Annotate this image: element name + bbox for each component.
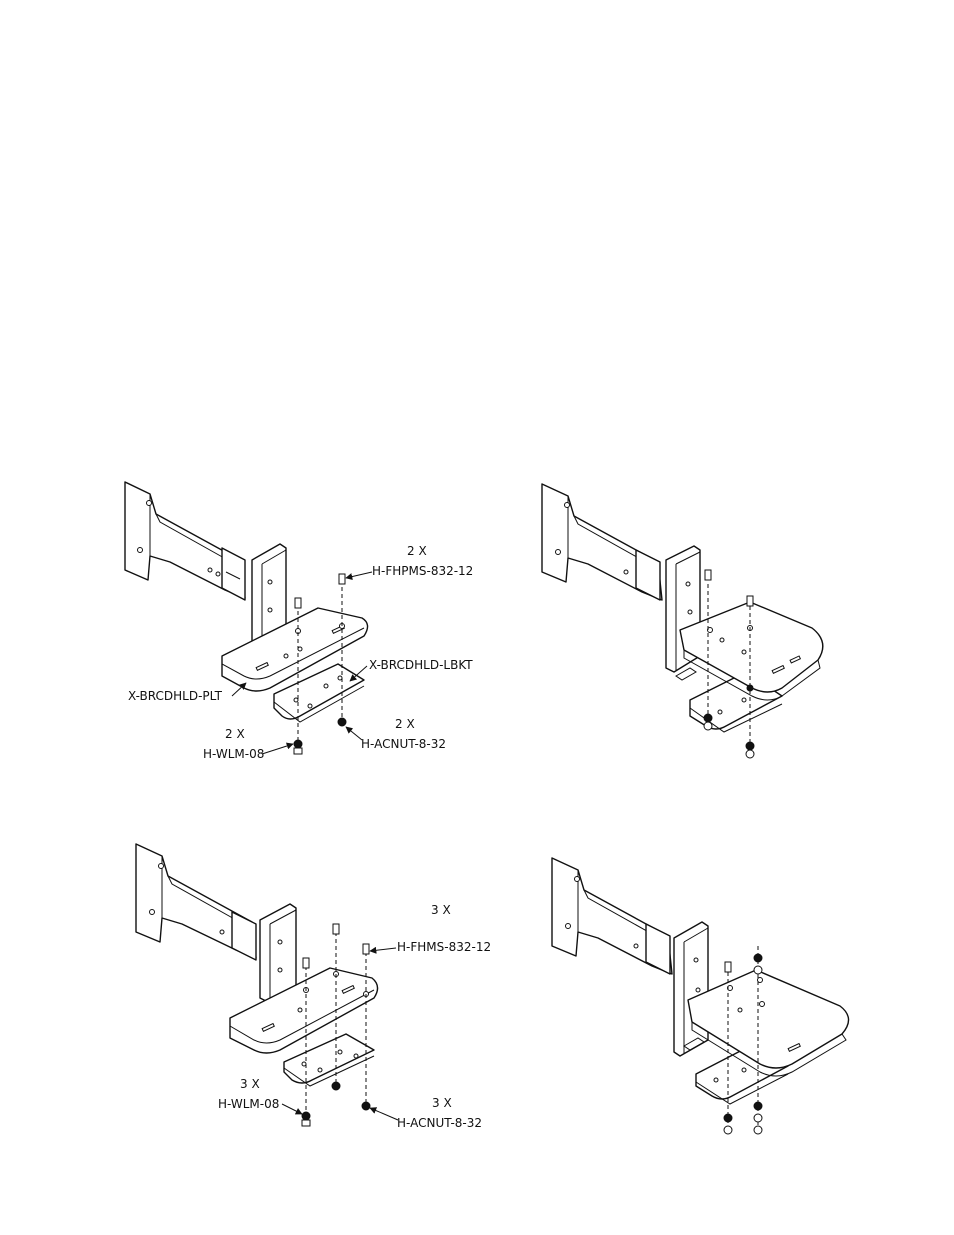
panel-1-washer-qty: 2 X	[225, 727, 245, 741]
vertical-channel-4	[674, 922, 708, 1056]
panel-3-washer-part: H-WLM-08	[218, 1097, 279, 1111]
panel-3-washer-qty: 3 X	[240, 1077, 260, 1091]
panel-3-screw-part: H-FHMS-832-12	[397, 940, 491, 954]
panel-1-plate-part: X-BRCDHLD-PLT	[128, 689, 223, 703]
panel-1-exploded-view: 2 X H-FHPMS-832-12 X-BRCDHLD-LBKT X-BRCD…	[125, 482, 473, 761]
panel-1-bracket-part: X-BRCDHLD-LBKT	[369, 658, 473, 672]
panel-1-nut-part: H-ACNUT-8-32	[361, 737, 446, 751]
panel-1-washer-part: H-WLM-08	[203, 747, 264, 761]
panel-1-screw-part: H-FHPMS-832-12	[372, 564, 473, 578]
panel-1-screw-qty: 2 X	[407, 544, 427, 558]
panel-3-nut-part: H-ACNUT-8-32	[397, 1116, 482, 1130]
panel-3-nut-qty: 3 X	[432, 1096, 452, 1110]
lbkt-3	[284, 1034, 374, 1086]
wall-mount-bracket-4	[552, 858, 672, 974]
wall-mount-bracket-3	[136, 844, 256, 960]
panel-3-exploded-view: 3 X H-FHMS-832-12 3 X H-WLM-08 3 X H-ACN…	[136, 844, 491, 1130]
wall-mount-bracket-2	[542, 484, 662, 600]
panel-3-screw-qty: 3 X	[431, 903, 451, 917]
panel-1-nut-qty: 2 X	[395, 717, 415, 731]
panel-2-assembled-view	[542, 484, 823, 758]
wall-mount-bracket	[125, 482, 245, 600]
panel-4-assembled-view	[552, 858, 849, 1134]
